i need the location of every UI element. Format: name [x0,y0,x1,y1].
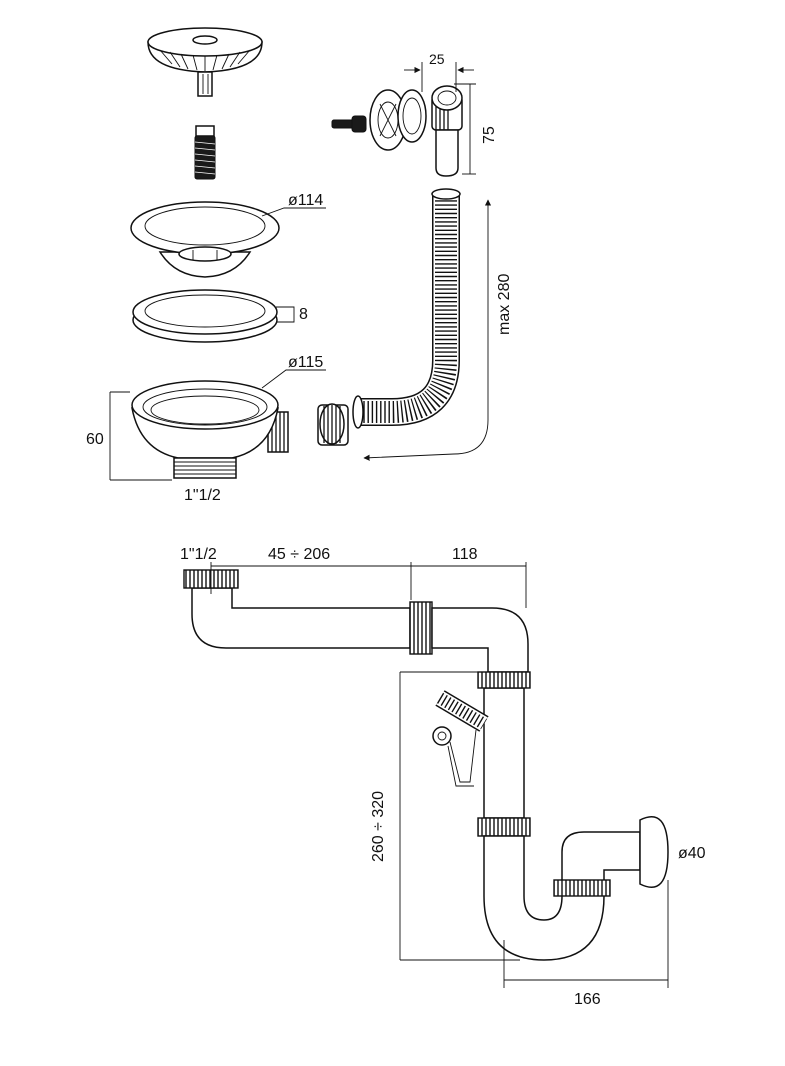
strainer-width-dimension: 25 [404,51,474,92]
body-diameter-callout: ø115 [261,354,326,389]
gasket-thickness-label: 8 [299,306,308,323]
vertical-range-label: 260 ÷ 320 [370,791,387,862]
vertical-range-dimension: 260 ÷ 320 [370,671,520,961]
outlet-offset-dimension: 166 [503,880,669,1008]
hose-length-label: max 280 [496,274,513,335]
outlet-offset-label: 166 [574,991,601,1008]
body-thread-label: 1"1/2 [184,487,221,504]
outlet-diameter-label: ø40 [678,845,706,862]
horizontal-offset-label: 118 [452,546,478,563]
body-diameter-label: ø115 [288,354,323,371]
strainer-width-label: 25 [429,51,445,67]
drain-body [131,380,289,479]
body-height-label: 60 [86,431,104,448]
inlet-thread-label-group: 1"1/2 [180,546,217,563]
horizontal-range-label: 45 ÷ 206 [268,546,330,563]
sink-flange [130,201,280,278]
flange-diameter-label: ø114 [288,192,323,209]
gasket-thickness-callout: 8 [276,306,308,323]
overflow-connector [432,690,489,787]
hose-nut [317,403,349,446]
horizontal-range-dimension: 45 ÷ 206 118 [210,546,527,608]
inlet-thread-label: 1"1/2 [180,546,217,563]
outlet-diameter-group: ø40 [678,845,706,862]
flexible-hose [352,188,461,429]
strainer-height-dimension: 75 [454,83,498,175]
gasket-ring [132,289,278,343]
hose-length-dimension: max 280 [363,199,513,461]
strainer-height-label: 75 [481,126,498,144]
branch-pipe [183,569,529,673]
overflow-assembly [331,85,463,177]
body-height-dimension: 60 1"1/2 [86,391,221,504]
strainer-basket [147,27,263,97]
flange-diameter-callout: ø114 [261,192,326,217]
trap-column [477,671,669,961]
threaded-stem [194,125,216,180]
